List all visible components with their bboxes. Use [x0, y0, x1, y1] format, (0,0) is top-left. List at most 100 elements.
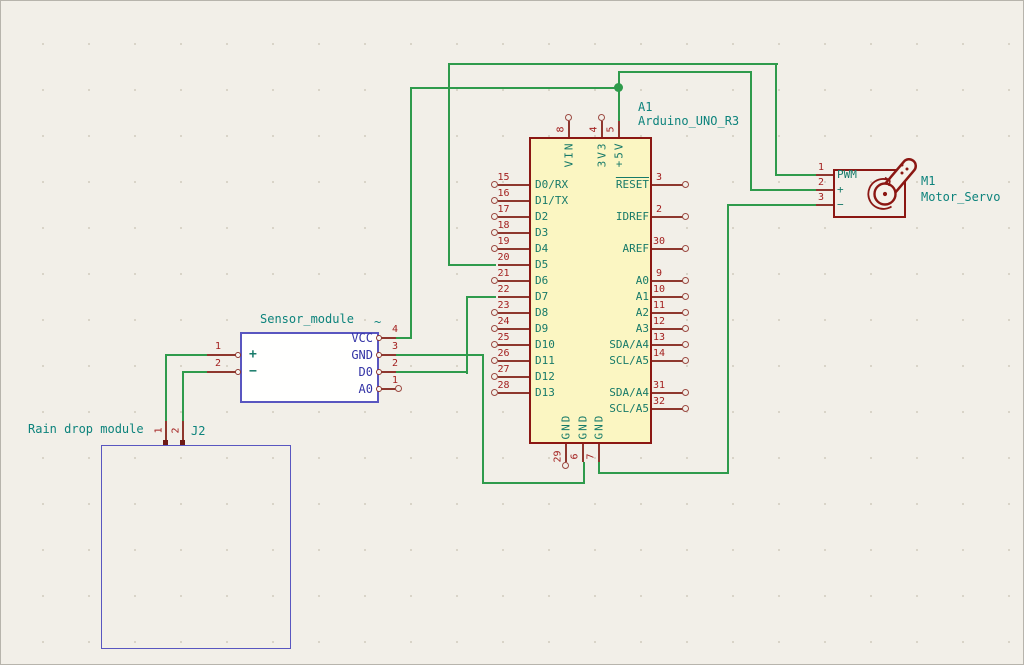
wire-segment[interactable] — [466, 296, 468, 374]
servo-reference[interactable]: M1 — [921, 174, 936, 188]
wire-segment[interactable] — [166, 354, 208, 356]
pin-name: D6 — [535, 274, 549, 287]
pin-number: 2 — [170, 426, 181, 434]
wire-segment[interactable] — [410, 87, 412, 339]
pin-stub — [498, 184, 529, 186]
wire-segment[interactable] — [396, 337, 412, 339]
pin-stub — [816, 189, 833, 191]
wire-segment[interactable] — [396, 371, 468, 373]
wire-segment[interactable] — [750, 189, 817, 191]
pin-stub — [498, 216, 529, 218]
servo-symbol-body[interactable] — [833, 169, 906, 218]
wire-segment[interactable] — [750, 71, 752, 191]
pin-number: 2 — [391, 358, 399, 369]
pin-stub — [652, 312, 683, 314]
unconnected-pin-circle — [491, 325, 498, 332]
pin-number: 13 — [652, 332, 666, 343]
pin-name: D10 — [535, 338, 555, 351]
pin-name: IDREF — [615, 210, 649, 223]
pin-number: 9 — [655, 268, 663, 279]
unconnected-pin-circle — [491, 245, 498, 252]
wire-segment[interactable] — [165, 354, 167, 422]
wire-segment[interactable] — [482, 354, 484, 484]
unconnected-pin-circle — [562, 462, 569, 469]
pin-stub — [816, 204, 833, 206]
pin-stub — [652, 344, 683, 346]
pin-name: VIN — [562, 141, 575, 167]
unconnected-pin-circle — [491, 389, 498, 396]
wire-segment[interactable] — [598, 472, 729, 474]
pin-stub — [652, 248, 683, 250]
pin-edge-circle — [376, 352, 382, 358]
pin-number: 27 — [497, 364, 510, 375]
wire-segment[interactable] — [396, 354, 484, 356]
wire-segment[interactable] — [466, 296, 496, 298]
pin-name: 3V3 — [595, 141, 608, 167]
pin-stub — [498, 248, 529, 250]
sensor-module-body[interactable] — [240, 332, 379, 403]
pin-stub — [379, 337, 396, 339]
wire-segment[interactable] — [482, 482, 585, 484]
pin-stub — [207, 371, 240, 373]
pin-name: D0 — [358, 365, 373, 379]
pin-edge-circle — [376, 386, 382, 392]
servo-value[interactable]: Motor_Servo — [921, 190, 1001, 204]
wire-segment[interactable] — [775, 63, 777, 176]
wire-segment[interactable] — [448, 63, 778, 65]
wire-segment[interactable] — [448, 264, 496, 266]
pin-connection-square — [180, 440, 185, 445]
pin-stub — [652, 280, 683, 282]
pin-name: A3 — [635, 322, 649, 335]
unconnected-pin-circle — [682, 181, 689, 188]
pin-stub — [498, 392, 529, 394]
pin-name: D7 — [535, 290, 549, 303]
pin-name: − — [249, 364, 257, 379]
wire-segment[interactable] — [448, 63, 450, 266]
pin-number: 21 — [497, 268, 510, 279]
pin-number: 29 — [552, 449, 563, 463]
pin-number: 24 — [497, 316, 510, 327]
pin-number: 23 — [497, 300, 510, 311]
pin-name: D3 — [535, 226, 549, 239]
pin-name: D8 — [535, 306, 549, 319]
arduino-symbol-body[interactable] — [529, 137, 652, 444]
unconnected-pin-circle — [491, 229, 498, 236]
pin-stub — [652, 216, 683, 218]
rain-drop-module-body[interactable] — [101, 445, 291, 649]
wire-segment[interactable] — [727, 204, 729, 474]
pin-number: 28 — [497, 380, 510, 391]
rain-connector-reference[interactable]: J2 — [191, 424, 206, 438]
pin-name: A2 — [635, 306, 649, 319]
wire-segment[interactable] — [775, 174, 817, 176]
pin-number: 4 — [391, 324, 399, 335]
pin-number: 1 — [214, 341, 222, 352]
pin-name: A0 — [358, 382, 373, 396]
pin-stub — [498, 376, 529, 378]
rain-drop-module-label[interactable]: Rain drop module — [28, 422, 144, 436]
pin-edge-circle — [376, 335, 382, 341]
unconnected-pin-circle — [682, 389, 689, 396]
wire-segment[interactable] — [411, 87, 620, 89]
wire-segment[interactable] — [182, 371, 184, 422]
unconnected-pin-circle — [682, 309, 689, 316]
wire-segment[interactable] — [598, 462, 600, 474]
pin-stub — [379, 371, 396, 373]
arduino-reference[interactable]: A1 — [638, 100, 653, 114]
pin-name: D9 — [535, 322, 549, 335]
wire-segment[interactable] — [583, 462, 585, 484]
wire-segment[interactable] — [618, 71, 752, 73]
arduino-value[interactable]: Arduino_UNO_R3 — [638, 114, 740, 128]
pin-stub — [568, 121, 570, 137]
wire-segment[interactable] — [727, 204, 817, 206]
pin-stub — [498, 312, 529, 314]
pin-number: 8 — [555, 125, 566, 133]
wire-segment[interactable] — [183, 371, 208, 373]
pin-number: 30 — [652, 236, 666, 247]
wire-segment[interactable] — [618, 71, 620, 122]
pin-name: A1 — [635, 290, 649, 303]
sensor-module-label[interactable]: Sensor_module — [260, 312, 354, 326]
pin-number: 32 — [652, 396, 666, 407]
pin-stub — [498, 328, 529, 330]
pin-stub — [652, 360, 683, 362]
